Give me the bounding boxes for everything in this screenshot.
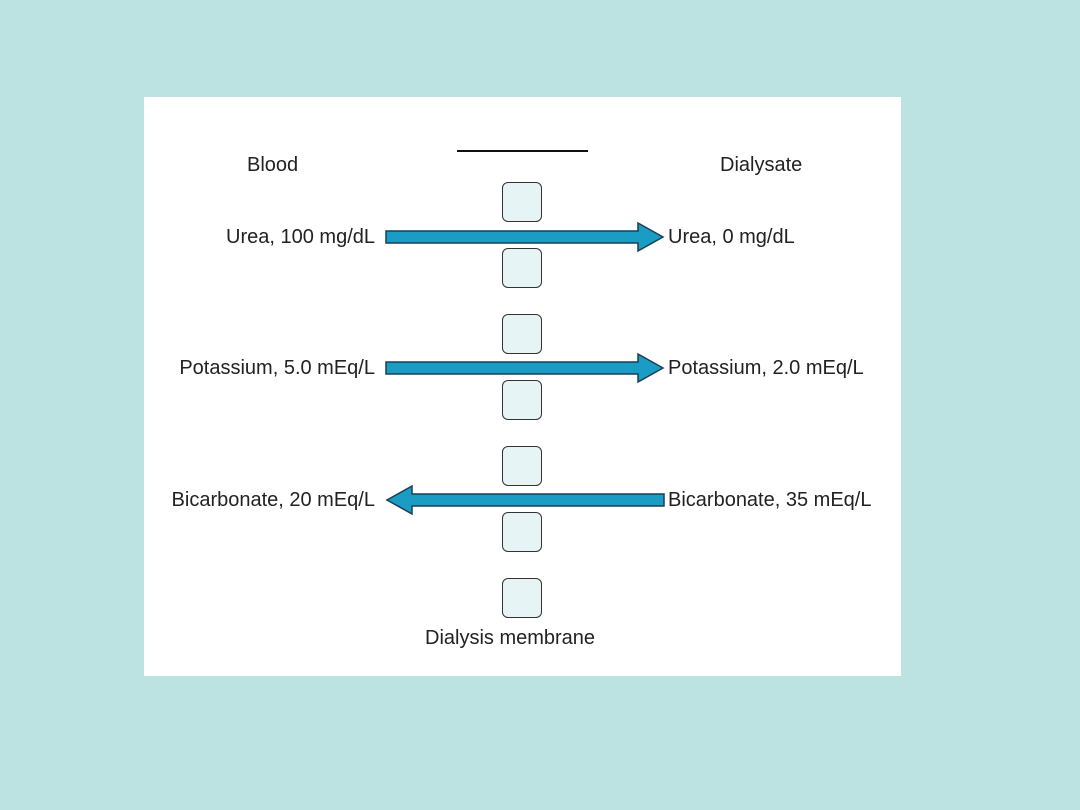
membrane-pore (502, 446, 542, 486)
dialysate-potassium-label: Potassium, 2.0 mEq/L (668, 357, 864, 379)
arrow-right-urea (385, 221, 665, 253)
membrane-pore (502, 578, 542, 618)
blood-header: Blood (247, 154, 299, 176)
arrow-left-bicarbonate (385, 484, 665, 516)
membrane-pore (502, 380, 542, 420)
membrane-top-line (457, 150, 588, 152)
arrow-right-potassium (385, 352, 665, 384)
blood-urea-label: Urea, 100 mg/dL (226, 226, 375, 248)
membrane-pore (502, 314, 542, 354)
membrane-label: Dialysis membrane (425, 627, 596, 649)
blood-potassium-label: Potassium, 5.0 mEq/L (179, 357, 375, 379)
blood-bicarbonate-label: Bicarbonate, 20 mEq/L (171, 489, 375, 511)
membrane-pore (502, 248, 542, 288)
dialysate-bicarbonate-label: Bicarbonate, 35 mEq/L (668, 489, 872, 511)
membrane-pore (502, 182, 542, 222)
membrane-pore (502, 512, 542, 552)
dialysate-header: Dialysate (720, 154, 803, 176)
dialysate-urea-label: Urea, 0 mg/dL (668, 226, 795, 248)
